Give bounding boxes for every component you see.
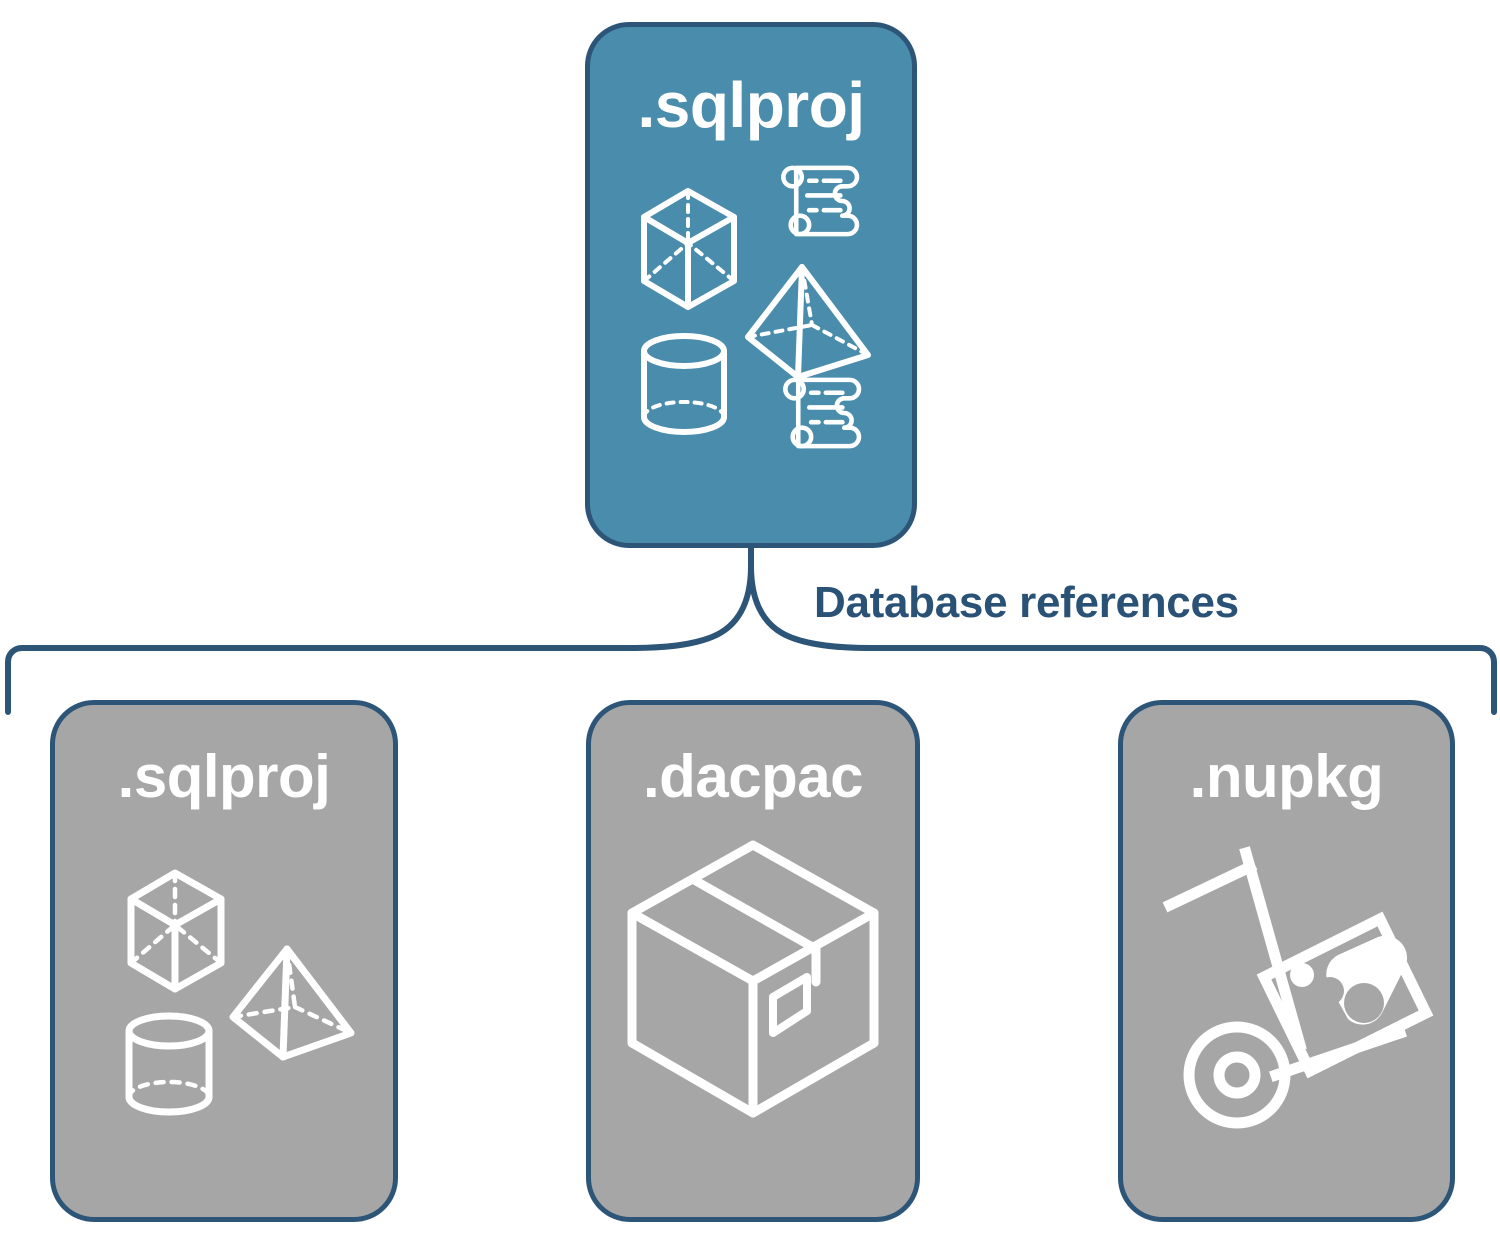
package-box-icon	[627, 840, 879, 1118]
cylinder-icon	[125, 1012, 213, 1116]
node-title-ref-dacpac: .dacpac	[643, 743, 863, 810]
nuget-package-icon	[1256, 911, 1433, 1079]
node-card-ref-sqlproj[interactable]: .sqlproj	[50, 700, 398, 1222]
cylinder-icon	[641, 333, 727, 435]
node-title-ref-sqlproj: .sqlproj	[117, 743, 331, 810]
node-title-ref-nupkg: .nupkg	[1189, 743, 1384, 810]
cube-icon	[127, 869, 225, 993]
cube-icon	[641, 188, 737, 310]
ref-dacpac-icon-cluster	[608, 827, 898, 1127]
ref-sqlproj-icon-cluster	[79, 827, 369, 1127]
node-card-ref-nupkg[interactable]: .nupkg	[1118, 700, 1455, 1222]
node-card-ref-dacpac[interactable]: .dacpac	[586, 700, 920, 1222]
root-icon-cluster	[626, 155, 876, 455]
pyramid-icon	[229, 945, 355, 1061]
pyramid-icon	[745, 264, 871, 380]
scroll-icon	[783, 377, 862, 449]
node-card-root-sqlproj[interactable]: .sqlproj	[585, 22, 917, 548]
node-title-root: .sqlproj	[637, 69, 865, 141]
connector-label-database-references: Database references	[814, 578, 1239, 627]
scroll-icon	[781, 165, 860, 237]
ref-nupkg-icon-cluster	[1142, 827, 1433, 1129]
